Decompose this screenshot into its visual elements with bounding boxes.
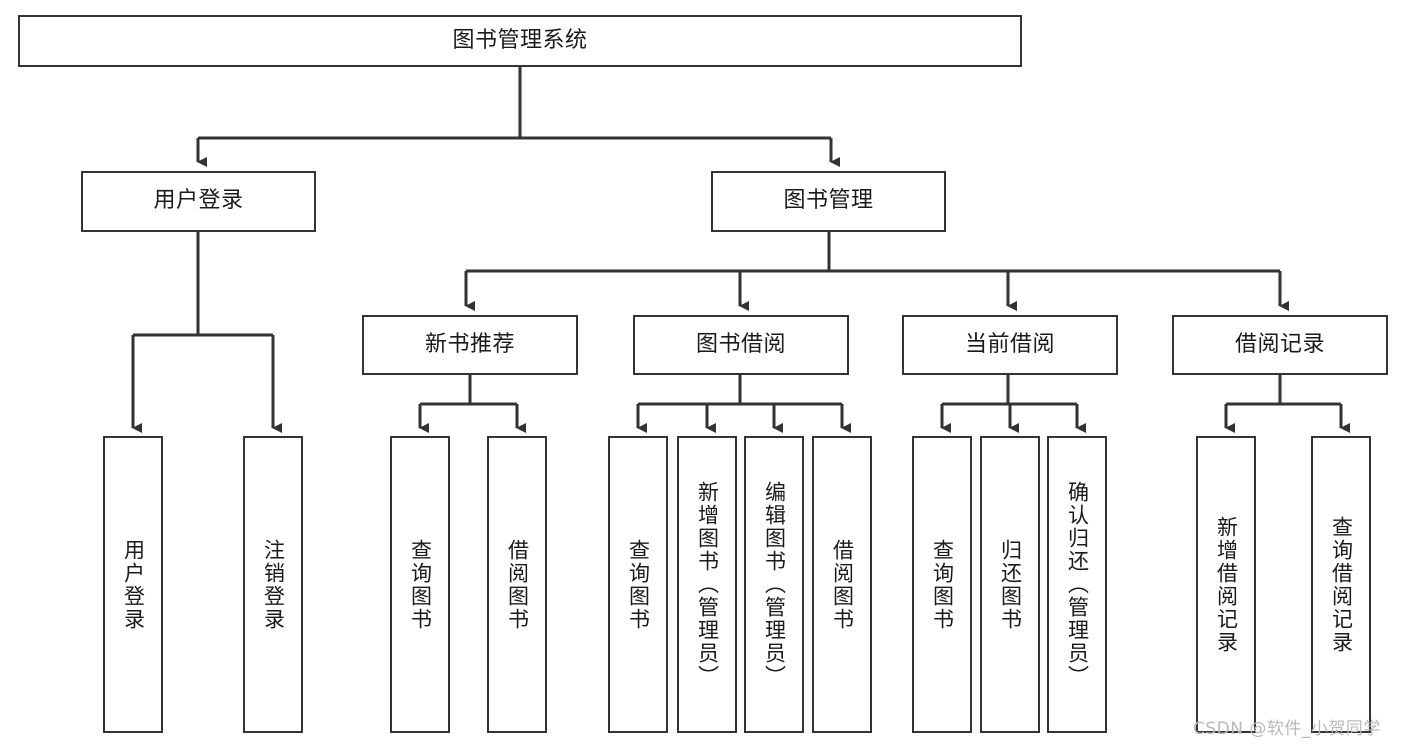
node-leaf-add-record-label: 新增借阅记录 <box>1214 515 1239 654</box>
node-leaf-borrow-book-2-label: 借阅图书 <box>830 538 855 631</box>
node-book-borrow-label: 图书借阅 <box>695 331 786 357</box>
node-leaf-borrow-book-2[interactable]: 借阅图书 <box>812 436 872 733</box>
node-leaf-query-book-2-label: 查询图书 <box>626 538 651 631</box>
node-root-label: 图书管理系统 <box>452 27 588 53</box>
node-book-manage-label: 图书管理 <box>783 188 874 214</box>
node-leaf-user-login[interactable]: 用户登录 <box>103 436 163 733</box>
node-root[interactable]: 图书管理系统 <box>18 15 1022 67</box>
node-new-book-recommend[interactable]: 新书推荐 <box>362 315 578 375</box>
node-user-login[interactable]: 用户登录 <box>81 171 316 232</box>
node-leaf-query-book-3[interactable]: 查询图书 <box>912 436 972 733</box>
node-leaf-borrow-book-1[interactable]: 借阅图书 <box>487 436 547 733</box>
node-leaf-query-record-label: 查询借阅记录 <box>1329 515 1354 654</box>
node-leaf-edit-book[interactable]: 编辑图书（管理员） <box>744 436 804 733</box>
node-leaf-confirm-return[interactable]: 确认归还（管理员） <box>1047 436 1107 733</box>
node-leaf-query-book-1[interactable]: 查询图书 <box>390 436 450 733</box>
node-new-book-recommend-label: 新书推荐 <box>424 331 515 357</box>
node-leaf-add-book-label: 新增图书（管理员） <box>695 481 720 688</box>
node-book-manage[interactable]: 图书管理 <box>711 171 946 232</box>
node-user-login-label: 用户登录 <box>153 188 244 214</box>
node-leaf-add-record[interactable]: 新增借阅记录 <box>1196 436 1256 733</box>
node-leaf-user-logout-label: 注销登录 <box>261 538 286 631</box>
node-leaf-borrow-book-1-label: 借阅图书 <box>505 538 530 631</box>
node-current-borrow[interactable]: 当前借阅 <box>902 315 1118 375</box>
node-leaf-query-record[interactable]: 查询借阅记录 <box>1311 436 1371 733</box>
node-leaf-query-book-2[interactable]: 查询图书 <box>608 436 668 733</box>
node-leaf-query-book-3-label: 查询图书 <box>930 538 955 631</box>
node-leaf-confirm-return-label: 确认归还（管理员） <box>1065 481 1090 688</box>
node-leaf-user-logout[interactable]: 注销登录 <box>243 436 303 733</box>
node-leaf-edit-book-label: 编辑图书（管理员） <box>762 481 787 688</box>
node-current-borrow-label: 当前借阅 <box>964 331 1055 357</box>
node-leaf-query-book-1-label: 查询图书 <box>408 538 433 631</box>
node-leaf-add-book[interactable]: 新增图书（管理员） <box>677 436 737 733</box>
node-leaf-return-book-label: 归还图书 <box>998 538 1023 631</box>
node-borrow-record-label: 借阅记录 <box>1234 331 1325 357</box>
node-borrow-record[interactable]: 借阅记录 <box>1172 315 1388 375</box>
node-book-borrow[interactable]: 图书借阅 <box>633 315 849 375</box>
node-leaf-return-book[interactable]: 归还图书 <box>980 436 1040 733</box>
node-leaf-user-login-label: 用户登录 <box>121 538 146 631</box>
